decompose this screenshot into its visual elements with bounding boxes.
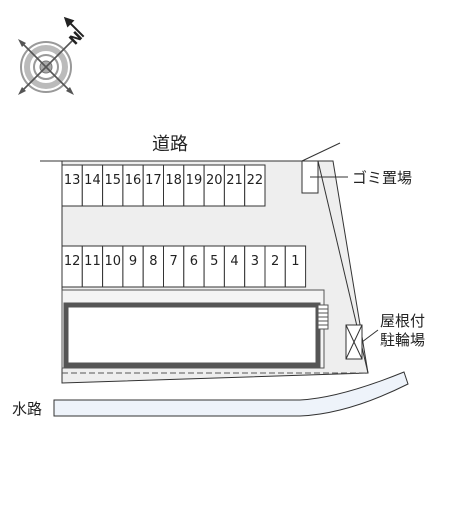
parking-stall-number: 19: [186, 173, 203, 188]
north-label: N: [66, 29, 86, 49]
parking-stall: [244, 164, 266, 207]
waterway-label: 水路: [12, 400, 42, 418]
parking-stall-number: 20: [206, 173, 223, 188]
parking-stall: [284, 245, 307, 288]
bike-parking-label-2: 駐輪場: [380, 331, 425, 349]
building: [63, 302, 321, 368]
parking-stall-number: 8: [149, 254, 157, 269]
parking-stall-number: 1: [291, 254, 299, 269]
parking-stall-number: 17: [145, 173, 162, 188]
parking-stall-number: 4: [230, 254, 238, 269]
bike-parking-cross-2: [345, 324, 363, 360]
parking-stall-number: 10: [104, 254, 121, 269]
parking-stall-number: 18: [165, 173, 182, 188]
parking-stall-number: 11: [84, 254, 101, 269]
parking-stall-number: 6: [190, 254, 198, 269]
road-label: 道路: [152, 134, 188, 155]
parking-stall-number: 13: [64, 173, 81, 188]
parking-stall-number: 9: [129, 254, 137, 269]
parking-stall-number: 7: [170, 254, 178, 269]
parking-stall-number: 21: [226, 173, 243, 188]
waterway: [53, 371, 409, 417]
parking-stall-number: 14: [84, 173, 101, 188]
parking-stall-number: 2: [271, 254, 279, 269]
parking-stall-number: 15: [104, 173, 121, 188]
compass-icon: [18, 39, 74, 95]
parking-stall-number: 22: [247, 173, 264, 188]
parking-stall-number: 5: [210, 254, 218, 269]
bike-parking-label-1: 屋根付: [380, 312, 425, 330]
boundary-line: [301, 142, 341, 162]
garbage-label: ゴミ置場: [352, 169, 412, 187]
parking-stall-number: 16: [125, 173, 142, 188]
parking-stall-number: 3: [251, 254, 259, 269]
stairs-icon: [317, 304, 329, 330]
bike-leader-line: [361, 329, 379, 343]
parking-stall-number: 12: [64, 254, 81, 269]
